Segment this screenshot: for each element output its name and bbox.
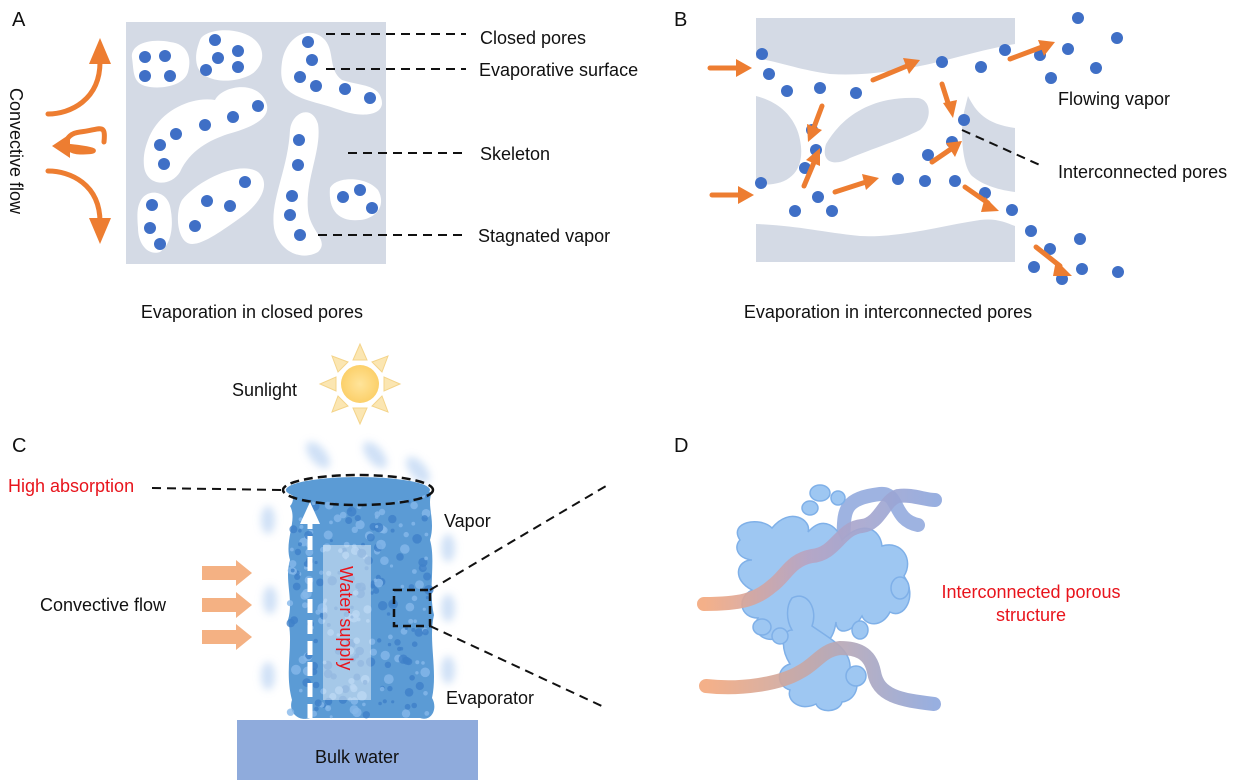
label-bulk-water: Bulk water (315, 747, 399, 767)
zoom-line-top (429, 485, 607, 591)
label-sunlight: Sunlight (232, 380, 297, 400)
zoom-line-bottom (429, 625, 607, 709)
panel-label-b: B (674, 9, 687, 31)
vapor-wisps (261, 441, 455, 690)
leader-line-absorption (151, 487, 283, 491)
panel-label-c: C (12, 435, 26, 457)
convective-flow-arrows-a (45, 59, 107, 225)
absorption-ellipse (281, 473, 435, 507)
label-evaporative-surface: Evaporative surface (479, 60, 638, 80)
label-convective-flow-c: Convective flow (40, 595, 167, 615)
label-structure-line1: Interconnected porous (941, 582, 1120, 602)
label-stagnated-vapor: Stagnated vapor (478, 226, 610, 246)
label-interconnected-pores: Interconnected pores (1058, 162, 1227, 182)
panel-b-diagram: Flowing vapor Interconnected pores Evapo… (707, 12, 1227, 322)
bulk-water (237, 720, 478, 780)
label-evaporator: Evaporator (446, 688, 534, 708)
panel-c-diagram: Bulk water Water supply High absorption … (8, 441, 607, 780)
vapor-molecules-a (139, 34, 378, 250)
label-convective-flow-a: Convective flow (6, 88, 26, 215)
label-structure-line2: structure (996, 605, 1066, 625)
flow-path-top (697, 488, 942, 611)
skeleton-b (756, 18, 1015, 262)
leader-lines-a (318, 33, 466, 236)
label-skeleton: Skeleton (480, 144, 550, 164)
arrow-icon (52, 38, 111, 244)
convective-flow-arrows-c (202, 560, 252, 650)
evaporator-top (286, 477, 430, 503)
arrow-icon (300, 502, 320, 524)
flow-path-bottom (699, 640, 941, 711)
panel-label-d: D (674, 435, 688, 457)
label-flowing-vapor: Flowing vapor (1058, 89, 1170, 109)
arrow-icon (736, 40, 1072, 276)
caption-b: Evaporation in interconnected pores (744, 302, 1032, 322)
panel-d-diagram: Interconnected porous structure (697, 484, 1121, 712)
caption-a: Evaporation in closed pores (141, 302, 363, 322)
label-high-absorption: High absorption (8, 476, 134, 496)
panel-label-a: A (12, 9, 26, 31)
zoom-box (392, 588, 432, 628)
label-water-supply: Water supply (336, 566, 356, 670)
label-closed-pores: Closed pores (480, 28, 586, 48)
label-vapor: Vapor (444, 511, 491, 531)
sun-icon (318, 342, 402, 426)
panel-a-diagram: Closed pores Evaporative surface Skeleto… (6, 22, 638, 322)
water-supply-overlay (323, 545, 371, 700)
